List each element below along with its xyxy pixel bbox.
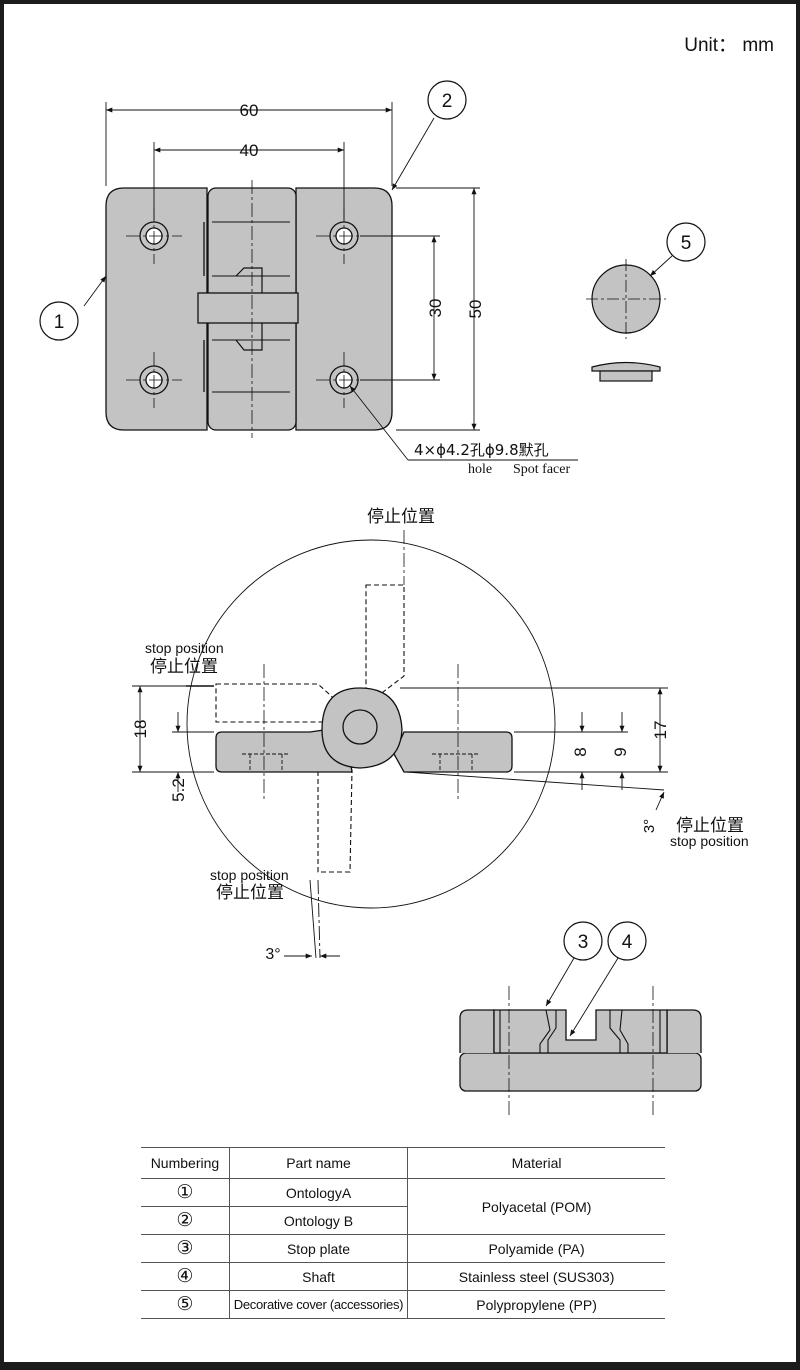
unit-label: Unit： mm <box>684 35 774 56</box>
dim-hole-pitch-y: 30 <box>426 299 445 318</box>
svg-text:2: 2 <box>442 91 453 112</box>
row-part-name: Stop plate <box>229 1234 409 1263</box>
stop-position-top-cn: 停止位置 <box>367 507 435 527</box>
hinge-front-view <box>459 957 702 1118</box>
table-row: ⑤ Decorative cover (accessories) Polypro… <box>141 1290 665 1319</box>
stop-position-right-cn: 停止位置 <box>676 816 744 836</box>
row-number: ① <box>141 1178 230 1207</box>
top-view-dimension-texts: 60 40 30 50 4×ϕ4.2孔ϕ9.8默孔 hole Spot face… <box>240 101 571 477</box>
callout-5: 5 <box>666 222 706 262</box>
row-material-merged: Polyacetal (POM) <box>407 1178 665 1235</box>
svg-text:3: 3 <box>578 932 589 953</box>
stop-position-bottom-cn: 停止位置 <box>216 883 284 903</box>
header-material: Material <box>407 1147 665 1179</box>
dim-5-2: 5.2 <box>169 778 188 802</box>
svg-text:1: 1 <box>54 312 65 333</box>
hole-label: hole <box>468 462 492 477</box>
row-material: Stainless steel (SUS303) <box>407 1262 665 1291</box>
row-number: ② <box>141 1206 230 1235</box>
angle-right: 3° <box>641 819 658 833</box>
technical-drawing: 60 40 30 50 4×ϕ4.2孔ϕ9.8默孔 hole Spot face… <box>39 80 749 1118</box>
row-number: ④ <box>141 1262 230 1291</box>
drawing-sheet: Unit： mm <box>4 4 796 1362</box>
row-material: Polypropylene (PP) <box>407 1290 665 1319</box>
row-material: Polyamide (PA) <box>407 1234 665 1263</box>
leaf-right <box>295 187 393 431</box>
callout-4: 4 <box>607 921 647 961</box>
leaf-left <box>105 187 208 431</box>
hinge-top-view <box>83 102 578 461</box>
angle-bottom: 3° <box>265 946 280 963</box>
callout-1: 1 <box>39 301 79 341</box>
table-row: ③ Stop plate Polyamide (PA) <box>141 1234 665 1263</box>
callout-2: 2 <box>427 80 467 120</box>
row-part-name: Ontology B <box>229 1206 409 1235</box>
table-row: ④ Shaft Stainless steel (SUS303) <box>141 1262 665 1291</box>
header-numbering: Numbering <box>141 1147 230 1179</box>
stop-position-left-cn: 停止位置 <box>150 657 218 677</box>
svg-text:4: 4 <box>622 932 633 953</box>
spot-facer-label: Spot facer <box>513 462 570 477</box>
dim-height-total: 50 <box>466 300 485 319</box>
header-part-name: Part name <box>229 1147 409 1179</box>
decorative-cover-views <box>586 255 673 382</box>
table-header-row: Numbering Part name Material <box>141 1147 665 1179</box>
parts-table: Numbering Part name Material ① OntologyA… <box>141 1147 665 1319</box>
stop-position-left-en: stop position <box>145 640 224 656</box>
rotation-view-texts: 停止位置 stop position 停止位置 停止位置 stop positi… <box>131 507 749 963</box>
hole-note: 4×ϕ4.2孔ϕ9.8默孔 <box>414 441 549 459</box>
row-number: ⑤ <box>141 1290 230 1319</box>
dim-hole-pitch-x: 40 <box>240 141 259 160</box>
row-part-name: Decorative cover (accessories) <box>229 1290 409 1319</box>
dim-17: 17 <box>651 721 670 740</box>
svg-text:5: 5 <box>681 233 692 254</box>
dim-8: 8 <box>571 747 590 756</box>
dim-9: 9 <box>611 747 630 756</box>
dim-width-total: 60 <box>240 101 259 120</box>
callout-3: 3 <box>563 921 603 961</box>
table-row: ① OntologyA Polyacetal (POM) <box>141 1178 665 1235</box>
table-row: ② Ontology B <box>141 1206 665 1235</box>
stop-position-bottom-en: stop position <box>210 867 289 883</box>
rotation-side-view <box>132 530 668 959</box>
dim-18: 18 <box>131 720 150 739</box>
stop-position-right-en: stop position <box>670 833 749 849</box>
row-part-name: OntologyA <box>229 1178 409 1207</box>
row-part-name: Shaft <box>229 1262 409 1291</box>
leaf-right-side <box>393 731 513 773</box>
row-number: ③ <box>141 1234 230 1263</box>
